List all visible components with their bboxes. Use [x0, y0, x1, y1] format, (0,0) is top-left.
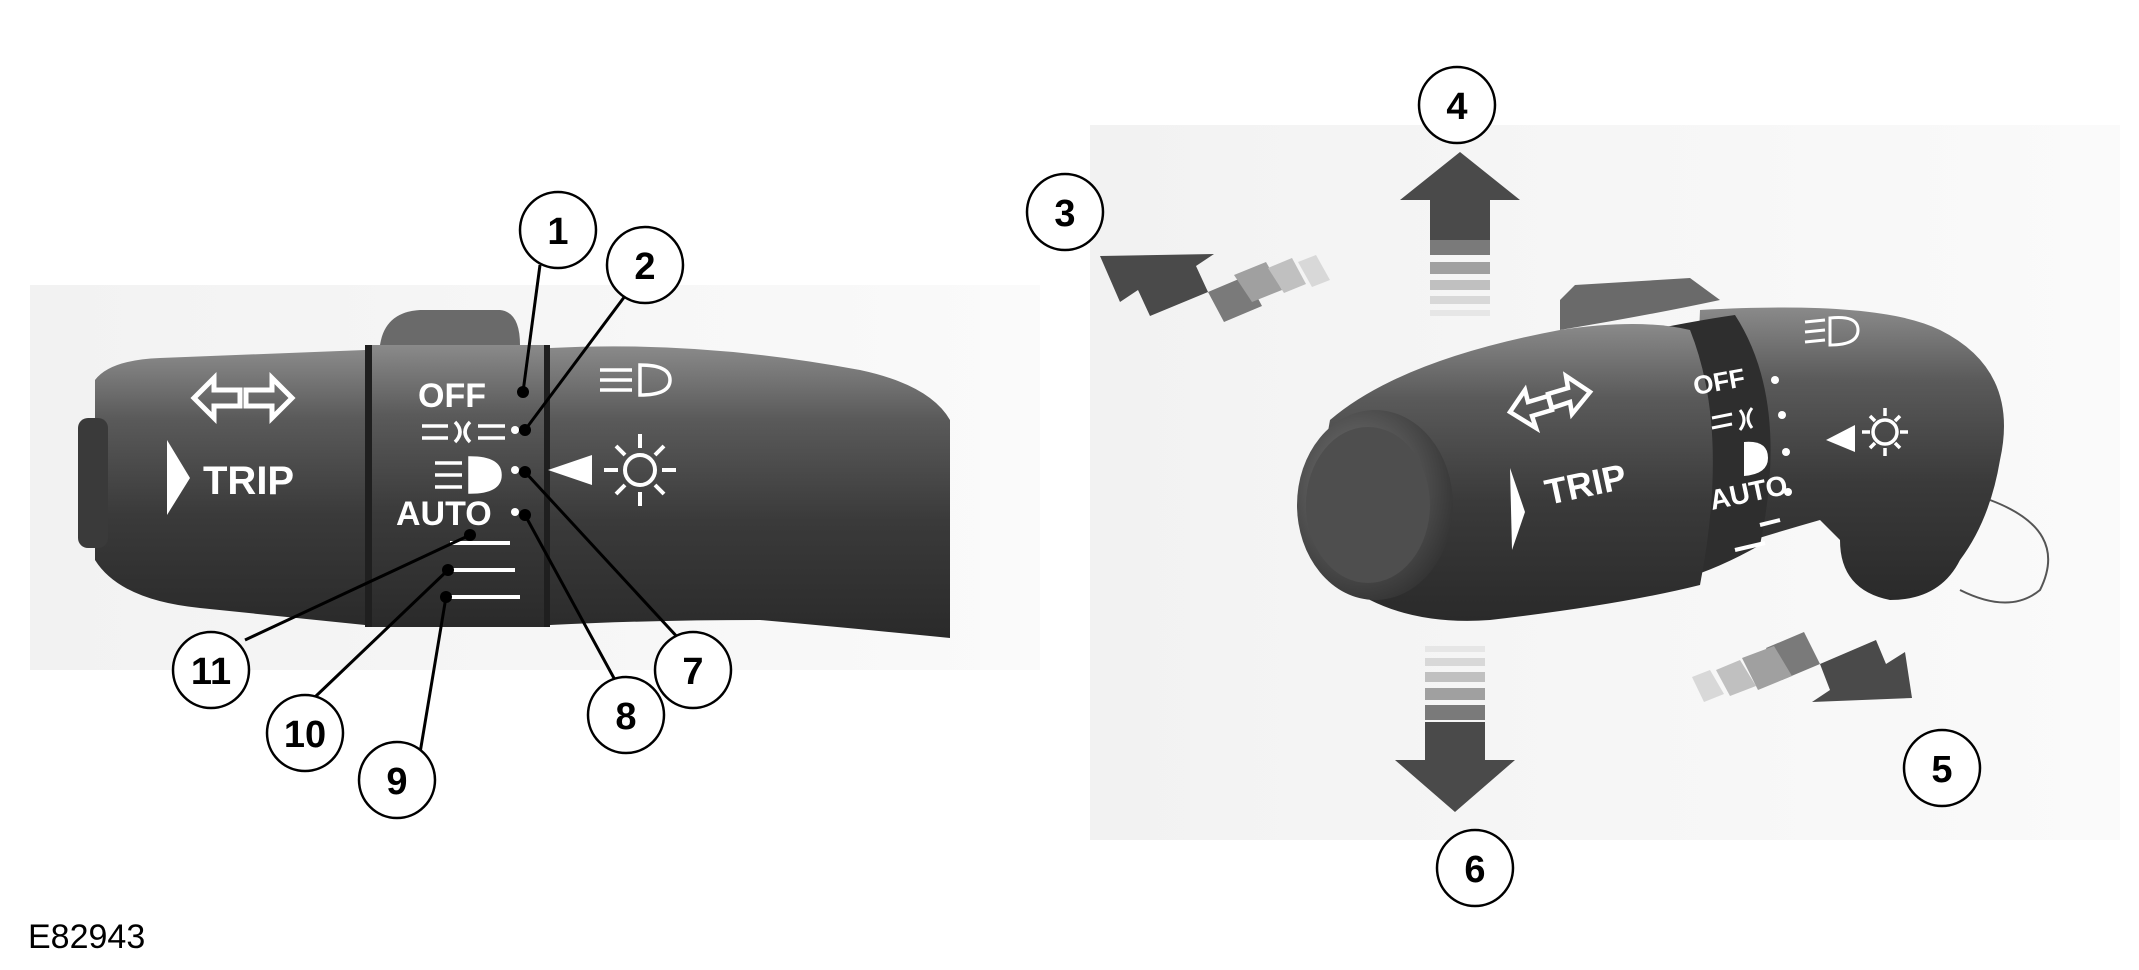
figure-reference-code: E82943 [28, 918, 146, 956]
left-rotary-ring-top [380, 310, 520, 345]
svg-text:8: 8 [615, 696, 636, 738]
left-stalk-end-cap [78, 418, 108, 548]
arrow-forward-5 [1692, 632, 1912, 702]
svg-text:4: 4 [1446, 86, 1467, 128]
svg-text:9: 9 [386, 761, 407, 803]
left-stalk-rear [550, 346, 950, 638]
callout-3: 3 [1025, 172, 1105, 252]
left-trip-label: TRIP [203, 459, 294, 503]
callout-6: 6 [1435, 828, 1515, 908]
callout-5: 5 [1902, 728, 1982, 808]
callout-7: 7 [653, 630, 733, 710]
right-sidelamp-icon [1711, 407, 1754, 431]
svg-text:5: 5 [1931, 749, 1952, 791]
left-detent-lines [450, 541, 520, 599]
left-headlamp-icon [435, 456, 502, 494]
left-trip-arrow-icon [167, 440, 190, 515]
callout-10: 10 [265, 693, 345, 773]
right-direction-indicator-icon [1506, 371, 1594, 434]
svg-text:1: 1 [547, 211, 568, 253]
left-instrument-illumination-icon [604, 434, 676, 506]
left-direction-indicator-icon [190, 371, 296, 425]
right-instrument-illumination-icon [1862, 408, 1908, 456]
svg-text:3: 3 [1054, 193, 1075, 235]
callout-11: 11 [171, 630, 251, 710]
callout-2: 2 [605, 225, 685, 305]
right-position-dots [1771, 376, 1792, 496]
right-headlamp-icon [1744, 441, 1768, 476]
svg-text:2: 2 [634, 246, 655, 288]
left-stalk-body [95, 350, 365, 625]
left-pointer-arrow-icon [548, 455, 592, 485]
left-position-auto-label: AUTO [396, 495, 492, 533]
arrow-down-6 [1395, 646, 1515, 812]
right-trip-arrow-icon [1510, 468, 1525, 550]
right-stalk-view: TRIP OFF AUTO 3 4 5 6 [1025, 65, 2120, 908]
left-high-beam-icon [600, 363, 672, 397]
right-detent-lines [1734, 518, 1781, 552]
svg-text:10: 10 [284, 714, 326, 756]
left-position-off-label: OFF [418, 377, 486, 415]
callout-4: 4 [1417, 65, 1497, 145]
left-sidelamp-icon [422, 420, 505, 444]
right-rotary-ring-top [1560, 278, 1720, 330]
callout-9: 9 [357, 740, 437, 820]
right-pointer-arrow-icon [1826, 425, 1855, 452]
callout-8: 8 [586, 675, 666, 755]
arrow-up-4 [1400, 152, 1520, 316]
arrow-back-3 [1100, 254, 1330, 322]
svg-text:7: 7 [682, 651, 703, 693]
svg-text:11: 11 [191, 651, 231, 693]
right-stalk-cable [1959, 499, 2050, 604]
right-stalk-rear [1690, 307, 2004, 600]
right-stalk-end-cap-face [1306, 427, 1430, 583]
right-high-beam-icon [1804, 316, 1860, 347]
left-stalk-view: TRIP OFF AUTO [30, 190, 1040, 820]
callout-1: 1 [518, 190, 598, 270]
left-leader-lines [244, 264, 682, 754]
svg-text:6: 6 [1464, 849, 1485, 891]
